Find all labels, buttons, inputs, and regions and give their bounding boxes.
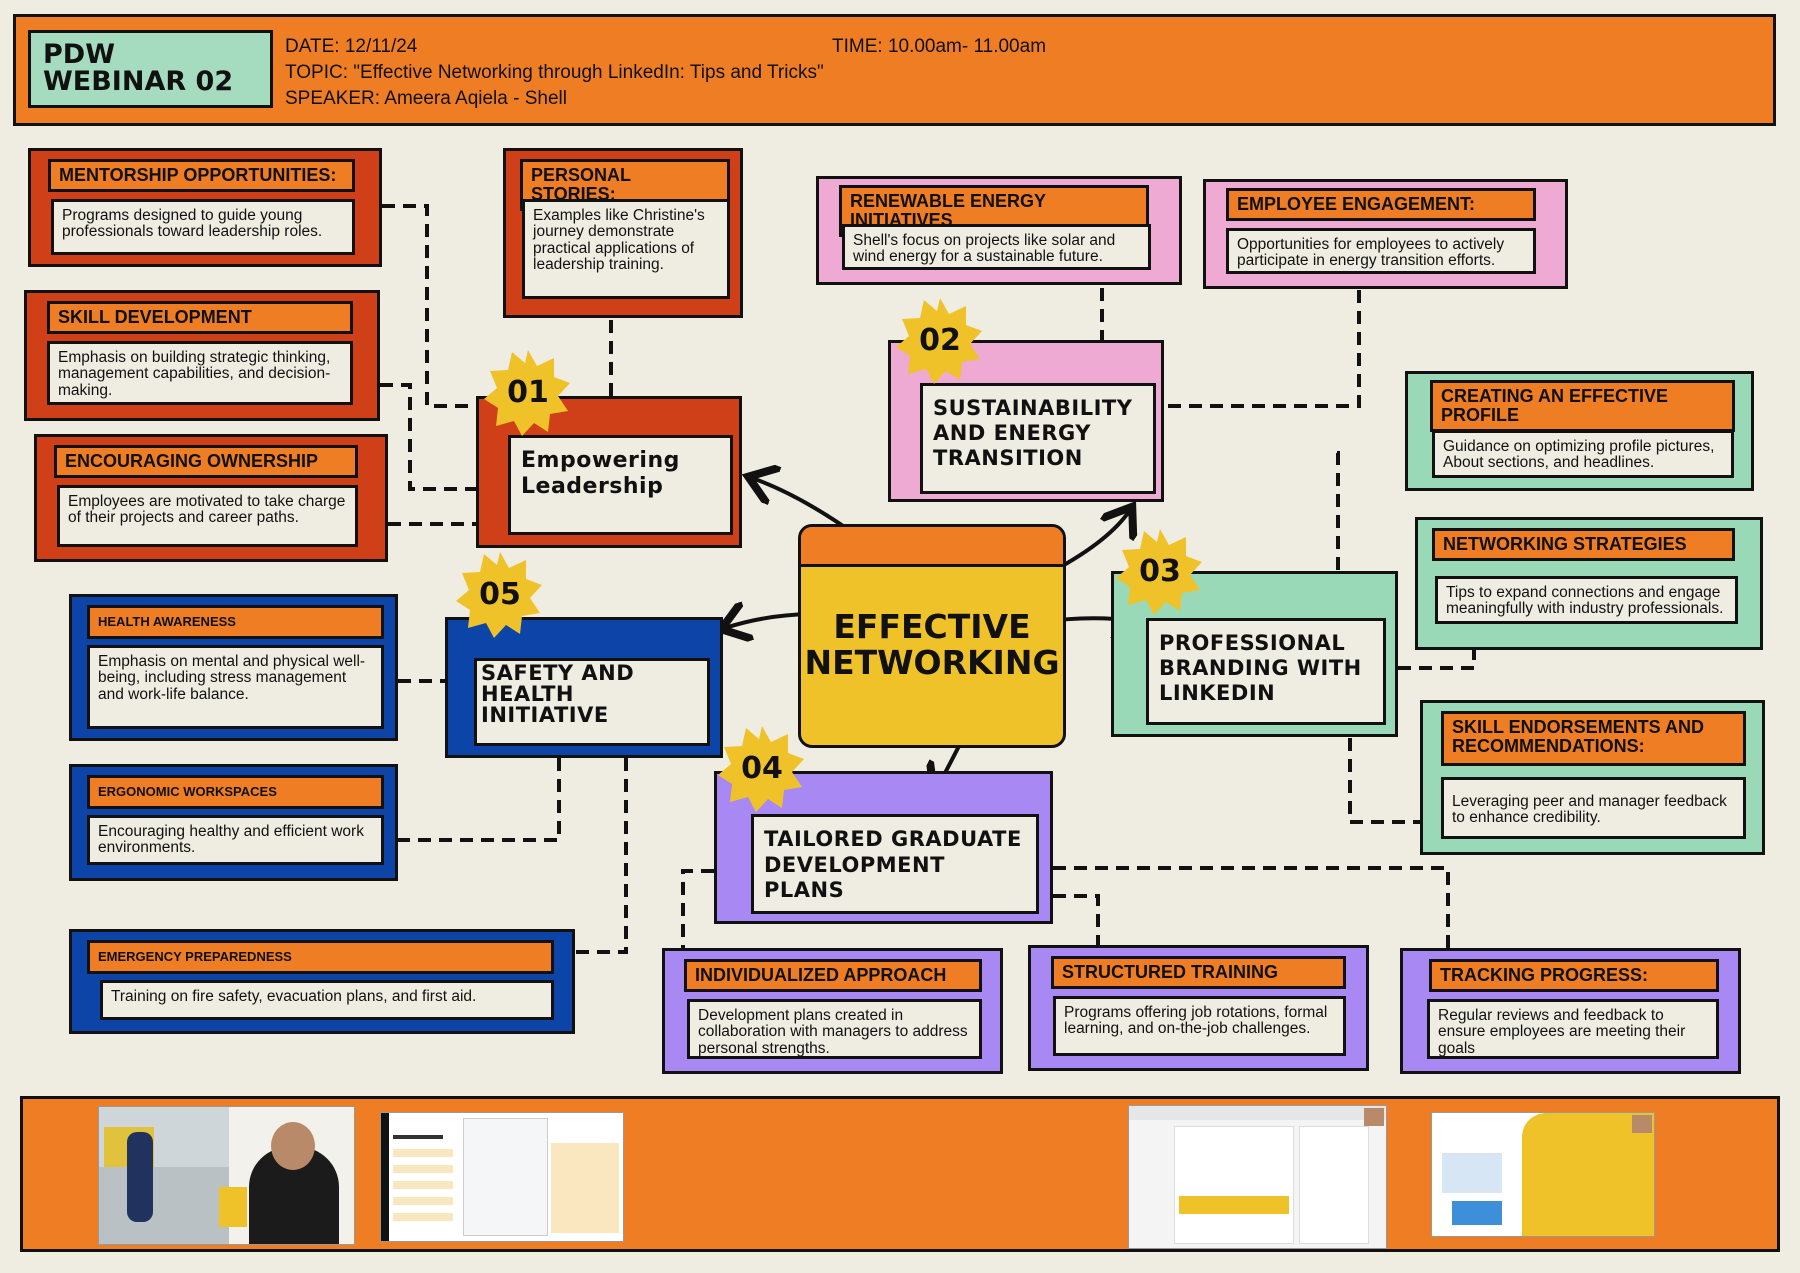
card-heading: CREATING AN EFFECTIVE PROFILE bbox=[1430, 380, 1735, 432]
star-icon bbox=[718, 726, 804, 812]
badge-number: 05 bbox=[479, 576, 521, 612]
badge-number: 02 bbox=[919, 322, 961, 358]
screenshot-thumbnail-4 bbox=[1431, 1112, 1655, 1237]
webinar-badge-line2: WEBINAR 02 bbox=[43, 66, 234, 97]
card-structured-training: STRUCTURED TRAINING Programs offering jo… bbox=[1028, 945, 1369, 1071]
card-heading: EMERGENCY PREPAREDNESS bbox=[87, 940, 554, 974]
card-emergency-preparedness: EMERGENCY PREPAREDNESS Training on fire … bbox=[69, 929, 575, 1034]
card-ergonomic-workspaces: ERGONOMIC WORKSPACES Encouraging healthy… bbox=[69, 764, 398, 881]
section-title: PROFESSIONAL BRANDING WITH LINKEDIN bbox=[1146, 618, 1386, 725]
card-text: Programs designed to guide young profess… bbox=[51, 199, 355, 255]
badge-number: 03 bbox=[1139, 553, 1181, 589]
badge-04: 04 bbox=[718, 724, 806, 812]
card-skill-development: SKILL DEVELOPMENT Emphasis on building s… bbox=[24, 290, 380, 421]
card-text: Programs offering job rotations, formal … bbox=[1053, 996, 1346, 1056]
card-text: Emphasis on mental and physical well-bei… bbox=[87, 645, 384, 729]
card-text: Examples like Christine's journey demons… bbox=[522, 199, 730, 299]
header-topic: TOPIC: "Effective Networking through Lin… bbox=[285, 62, 824, 83]
center-node: EFFECTIVE NETWORKING bbox=[798, 524, 1066, 748]
center-title-line2: NETWORKING bbox=[804, 643, 1060, 682]
header-time: TIME: 10.00am- 11.00am bbox=[832, 36, 1047, 57]
card-text: Employees are motivated to take charge o… bbox=[57, 485, 358, 547]
star-icon bbox=[484, 350, 570, 436]
card-text: Leveraging peer and manager feedback to … bbox=[1441, 777, 1746, 839]
star-icon bbox=[896, 298, 982, 384]
card-mentorship: MENTORSHIP OPPORTUNITIES: Programs desig… bbox=[28, 148, 382, 267]
card-heading: INDIVIDUALIZED APPROACH bbox=[684, 959, 982, 992]
card-text: Tips to expand connections and engage me… bbox=[1435, 576, 1738, 624]
card-individualized-approach: INDIVIDUALIZED APPROACH Development plan… bbox=[662, 948, 1003, 1074]
card-text: Shell's focus on projects like solar and… bbox=[842, 224, 1151, 270]
card-employee-engagement: EMPLOYEE ENGAGEMENT: Opportunities for e… bbox=[1203, 179, 1568, 289]
card-heading: ERGONOMIC WORKSPACES bbox=[87, 775, 384, 809]
card-heading: HEALTH AWARENESS bbox=[87, 605, 384, 639]
star-icon bbox=[456, 552, 542, 638]
card-heading: EMPLOYEE ENGAGEMENT: bbox=[1226, 188, 1536, 221]
screenshot-thumbnail-2 bbox=[380, 1112, 624, 1242]
card-heading: ENCOURAGING OWNERSHIP bbox=[54, 445, 358, 478]
center-title-line1: EFFECTIVE bbox=[833, 607, 1031, 646]
card-renewable-energy: RENEWABLE ENERGY INITIATIVES Shell's foc… bbox=[816, 176, 1182, 285]
card-heading: STRUCTURED TRAINING bbox=[1051, 956, 1346, 989]
section-title: Empowering Leadership bbox=[508, 435, 733, 535]
card-networking-strategies: NETWORKING STRATEGIES Tips to expand con… bbox=[1415, 517, 1763, 650]
section-title: TAILORED GRADUATE DEVELOPMENT PLANS bbox=[751, 814, 1039, 914]
card-text: Training on fire safety, evacuation plan… bbox=[100, 980, 554, 1020]
badge-number: 04 bbox=[741, 750, 783, 786]
badge-03: 03 bbox=[1116, 527, 1204, 615]
card-heading: SKILL ENDORSEMENTS AND RECOMMENDATIONS: bbox=[1441, 711, 1746, 766]
card-health-awareness: HEALTH AWARENESS Emphasis on mental and … bbox=[69, 594, 398, 741]
card-personal-stories: PERSONAL STORIES: Examples like Christin… bbox=[503, 148, 743, 318]
badge-01: 01 bbox=[484, 348, 572, 436]
card-heading: SKILL DEVELOPMENT bbox=[47, 301, 353, 334]
section-title: SUSTAINABILITY AND ENERGY TRANSITION bbox=[920, 383, 1156, 494]
card-tracking-progress: TRACKING PROGRESS: Regular reviews and f… bbox=[1400, 948, 1741, 1074]
header-bar bbox=[13, 14, 1776, 126]
card-text: Guidance on optimizing profile pictures,… bbox=[1432, 430, 1734, 478]
section-05-box: SAFETY AND HEALTH INITIATIVE bbox=[445, 617, 723, 758]
screenshot-thumbnail-1 bbox=[98, 1106, 355, 1245]
card-heading: TRACKING PROGRESS: bbox=[1429, 959, 1719, 992]
card-text: Encouraging healthy and efficient work e… bbox=[87, 815, 384, 865]
card-heading: NETWORKING STRATEGIES bbox=[1432, 528, 1735, 561]
header-speaker: SPEAKER: Ameera Aqiela - Shell bbox=[285, 88, 567, 109]
webinar-badge-line1: PDW bbox=[43, 39, 115, 70]
card-encouraging-ownership: ENCOURAGING OWNERSHIP Employees are moti… bbox=[34, 434, 388, 562]
card-skill-endorsements: SKILL ENDORSEMENTS AND RECOMMENDATIONS: … bbox=[1420, 700, 1765, 855]
screenshot-thumbnail-3 bbox=[1128, 1105, 1387, 1249]
card-text: Emphasis on building strategic thinking,… bbox=[47, 341, 353, 405]
card-text: Opportunities for employees to actively … bbox=[1226, 228, 1536, 274]
section-03-box: PROFESSIONAL BRANDING WITH LINKEDIN bbox=[1111, 571, 1398, 737]
webinar-badge: PDW WEBINAR 02 bbox=[28, 30, 273, 108]
card-text: Regular reviews and feedback to ensure e… bbox=[1427, 999, 1719, 1059]
card-text: Development plans created in collaborati… bbox=[687, 999, 982, 1059]
card-heading: MENTORSHIP OPPORTUNITIES: bbox=[48, 159, 355, 192]
badge-05: 05 bbox=[456, 550, 544, 638]
star-icon bbox=[1116, 529, 1202, 615]
center-node-tab bbox=[801, 527, 1063, 567]
header-date: DATE: 12/11/24 bbox=[285, 36, 418, 57]
center-title: EFFECTIVE NETWORKING bbox=[801, 609, 1063, 681]
section-01-box: Empowering Leadership bbox=[476, 396, 742, 548]
badge-number: 01 bbox=[507, 374, 549, 410]
badge-02: 02 bbox=[896, 296, 984, 384]
card-effective-profile: CREATING AN EFFECTIVE PROFILE Guidance o… bbox=[1405, 371, 1754, 491]
section-title: SAFETY AND HEALTH INITIATIVE bbox=[474, 658, 710, 746]
header-info: DATE: 12/11/24 TOPIC: "Effective Network… bbox=[285, 34, 824, 112]
